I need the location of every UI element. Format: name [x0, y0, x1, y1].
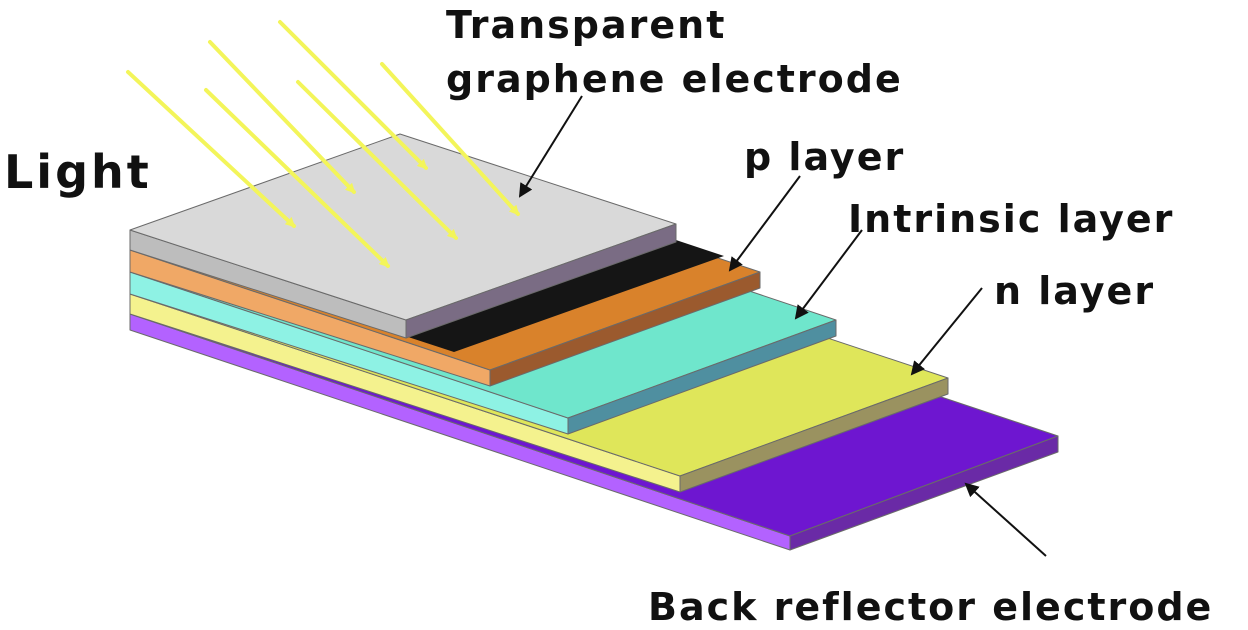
graphene-right-face: [405, 223, 677, 339]
light-label: Light: [4, 145, 152, 199]
p-layer-label: p layer: [744, 135, 905, 179]
p-layer-right-face: [489, 271, 761, 387]
p-layer-leader-arrow: [728, 175, 801, 272]
intrinsic-leader-arrow: [794, 229, 863, 320]
light-ray: [296, 80, 458, 240]
leader-lines: [518, 95, 1047, 557]
light-ray: [204, 88, 390, 268]
back-reflector-right-face: [789, 435, 1059, 551]
light-rays: [126, 20, 520, 268]
back-reflector-label: Back reflector electrode: [648, 585, 1213, 629]
intrinsic-layer-right-face: [567, 319, 837, 435]
n-layer-leader-arrow: [910, 287, 983, 376]
graphene-electrode-layer: [129, 133, 677, 339]
intrinsic-layer-label: Intrinsic layer: [848, 197, 1174, 241]
light-ray: [208, 40, 356, 194]
light-ray: [278, 20, 428, 170]
back-reflector-leader-arrow: [964, 482, 1047, 557]
light-ray: [126, 70, 296, 228]
graphene-leader-arrow: [518, 95, 583, 198]
n-layer-right-face: [679, 377, 949, 493]
transparent-label-line1: Transparent: [446, 3, 726, 47]
transparent-label-line2: graphene electrode: [446, 57, 903, 101]
light-ray: [380, 62, 520, 216]
n-layer-label: n layer: [994, 269, 1155, 313]
